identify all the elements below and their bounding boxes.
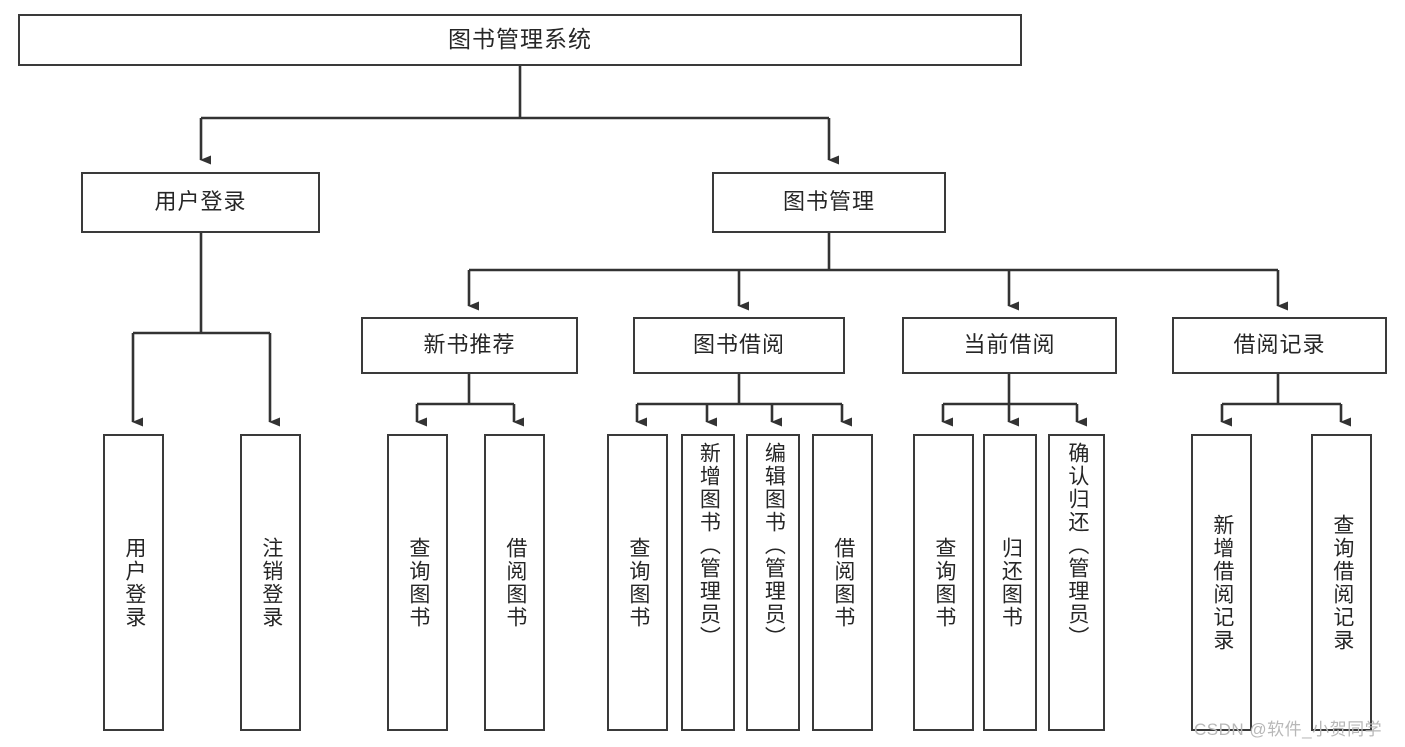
node-borrow-record[interactable]: 借阅记录: [1172, 317, 1387, 374]
leaf-new-book-query[interactable]: 查询图书: [387, 434, 448, 731]
node-new-book-recommend[interactable]: 新书推荐: [361, 317, 578, 374]
leaf-new-book-borrow[interactable]: 借阅图书: [484, 434, 545, 731]
node-current-borrow[interactable]: 当前借阅: [902, 317, 1117, 374]
node-label: 当前借阅: [963, 332, 1056, 358]
node-book-management[interactable]: 图书管理: [712, 172, 946, 233]
leaf-book-borrow-query[interactable]: 查询图书: [607, 434, 668, 731]
node-label: 用户登录: [154, 189, 247, 215]
leaf-book-borrow-borrow[interactable]: 借阅图书: [812, 434, 873, 731]
leaf-label: 用户登录: [122, 536, 146, 629]
leaf-label: 查询图书: [626, 536, 650, 629]
node-label: 图书管理: [782, 189, 875, 215]
leaf-label: 新增借阅记录: [1210, 513, 1234, 652]
leaf-current-borrow-query[interactable]: 查询图书: [913, 434, 974, 731]
leaf-label: 查询图书: [406, 536, 430, 629]
node-label: 图书借阅: [692, 332, 785, 358]
leaf-book-borrow-add[interactable]: 新增图书（管理员）: [681, 434, 735, 731]
node-label: 图书管理系统: [448, 26, 592, 53]
csdn-watermark: CSDN @软件_小贺同学: [1194, 720, 1383, 739]
node-label: 新书推荐: [423, 332, 516, 358]
leaf-label: 归还图书: [999, 536, 1023, 629]
leaf-label: 注销登录: [259, 536, 283, 629]
leaf-label: 编辑图书（管理员）: [762, 442, 786, 649]
leaf-borrow-record-add[interactable]: 新增借阅记录: [1191, 434, 1252, 731]
leaf-label: 确认归还（管理员）: [1065, 442, 1089, 649]
leaf-label: 查询借阅记录: [1330, 513, 1354, 652]
leaf-user-login-login[interactable]: 用户登录: [103, 434, 164, 731]
leaf-label: 查询图书: [932, 536, 956, 629]
leaf-user-login-logout[interactable]: 注销登录: [240, 434, 301, 731]
leaf-label: 借阅图书: [831, 536, 855, 629]
leaf-label: 借阅图书: [503, 536, 527, 629]
leaf-label: 新增图书（管理员）: [697, 442, 721, 649]
node-book-borrow[interactable]: 图书借阅: [633, 317, 845, 374]
node-user-login[interactable]: 用户登录: [81, 172, 320, 233]
leaf-book-borrow-edit[interactable]: 编辑图书（管理员）: [746, 434, 800, 731]
node-label: 借阅记录: [1233, 332, 1326, 358]
leaf-current-borrow-return[interactable]: 归还图书: [983, 434, 1037, 731]
leaf-borrow-record-query[interactable]: 查询借阅记录: [1311, 434, 1372, 731]
node-root-system[interactable]: 图书管理系统: [18, 14, 1022, 66]
leaf-current-borrow-confirm[interactable]: 确认归还（管理员）: [1048, 434, 1105, 731]
